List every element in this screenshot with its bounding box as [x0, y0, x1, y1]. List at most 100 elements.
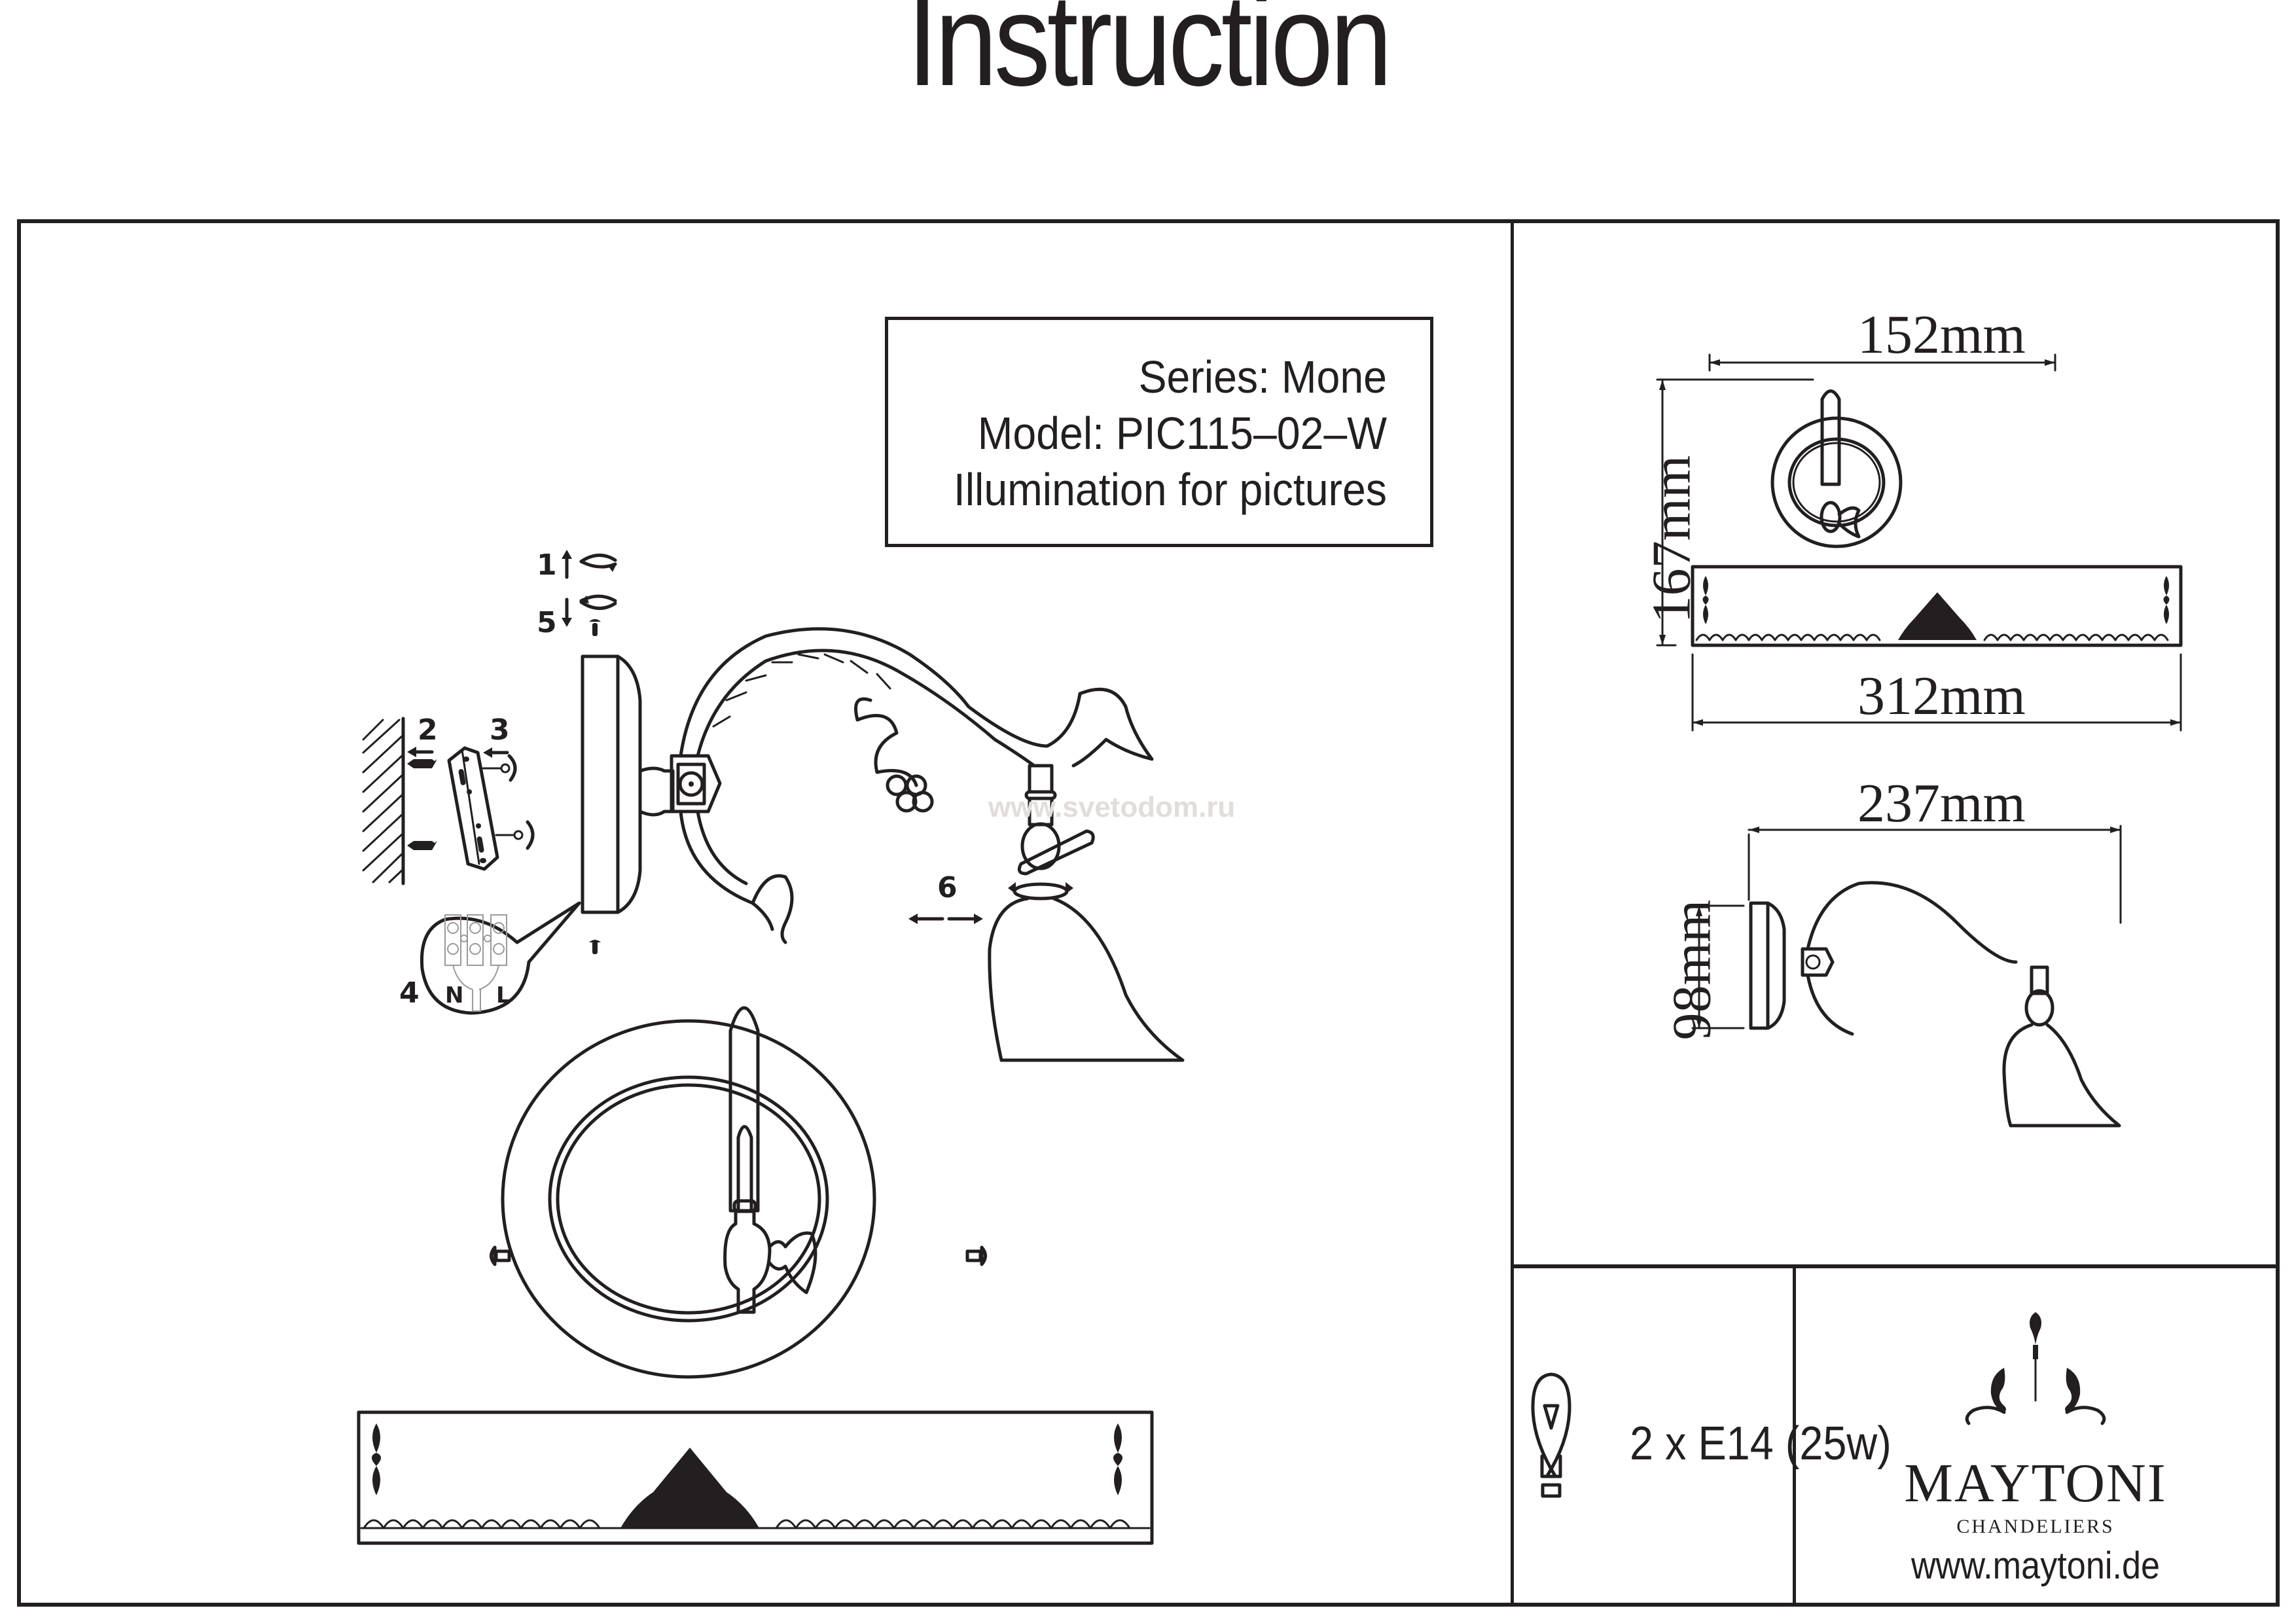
scallop-ornament — [971, 1519, 994, 1529]
lamp-side-view-small — [1749, 881, 2121, 1128]
step5-down-arrow-icon — [562, 597, 572, 627]
scallop-ornament — [2088, 633, 2104, 641]
scallop-ornament — [441, 1519, 463, 1529]
scallop-ornament — [1865, 633, 1881, 641]
scallop-ornament — [539, 1519, 562, 1529]
front-screw-right-icon — [965, 1245, 987, 1266]
step3-arrow-icon — [483, 747, 509, 758]
step-4-label: 4 — [399, 976, 420, 1010]
brand-name: MAYTONI — [1904, 1453, 2167, 1514]
wall-hatching-icon — [362, 717, 405, 885]
page-title: Instruction — [906, 0, 1393, 113]
scallop-ornament — [1721, 633, 1737, 641]
right-divider-horizontal — [1511, 1264, 2280, 1268]
scallop-ornament — [2101, 633, 2117, 641]
scallop-ornament — [2140, 633, 2156, 641]
screw-icon — [482, 754, 535, 850]
scallop-ornament — [461, 1519, 483, 1529]
wall-plate — [581, 619, 642, 954]
terminal-block-callout — [420, 901, 581, 1015]
scallop-ornament — [1109, 1519, 1131, 1529]
scallop-ornament — [2022, 633, 2038, 641]
wall-dowel-icon — [407, 759, 437, 850]
scallop-ornament — [991, 1519, 1013, 1529]
dim-167mm: 167mm — [1641, 455, 1702, 624]
bulb-spec: 2 x E14 (25w) — [1630, 1418, 1892, 1470]
scallop-ornament — [1774, 633, 1789, 641]
scallop-ornament — [1826, 633, 1842, 641]
rotate-ccw-icon — [579, 554, 617, 572]
scallop-ornament — [1734, 633, 1750, 641]
scallop-ornament — [500, 1519, 522, 1529]
scallop-ornament — [1787, 633, 1803, 641]
front-screw-left-icon — [490, 1245, 511, 1266]
scallop-ornament — [912, 1519, 935, 1529]
brand-website-link[interactable]: www.maytoni.de — [1910, 1544, 2161, 1587]
scallop-ornament — [1800, 633, 1816, 641]
scallop-ornament — [893, 1519, 915, 1529]
dim-237mm: 237mm — [1857, 773, 2026, 834]
scallop-ornament — [1761, 633, 1776, 641]
lamp-front-view — [501, 1006, 876, 1379]
scallop-ornament — [2153, 633, 2169, 641]
rotate-shade-icon — [1008, 882, 1073, 894]
dim-98mm: 98mm — [1661, 899, 1723, 1041]
scallop-ornament — [1030, 1519, 1052, 1529]
scallop-ornament — [2049, 633, 2064, 641]
dimension-lines-side — [1691, 825, 2122, 1029]
scallop-ornament — [1813, 633, 1829, 641]
scallop-ornament — [932, 1519, 954, 1529]
dimension-lines-front — [1656, 353, 2182, 732]
scallop-ornament — [2075, 633, 2090, 641]
step-1-label: 1 — [537, 548, 557, 582]
lamp-front-view-small — [1691, 389, 2183, 647]
scallop-ornament — [1708, 633, 1724, 641]
terminal-l-label: L — [496, 982, 511, 1008]
scallop-ornament — [2127, 633, 2143, 641]
scallop-ornament — [480, 1519, 503, 1529]
scallop-ornament — [363, 1519, 385, 1529]
rotate-cw-icon — [579, 594, 617, 610]
main-divider-vertical — [1511, 219, 1514, 1607]
scallop-ornament — [559, 1519, 581, 1529]
scallop-ornament — [834, 1519, 856, 1529]
scallop-ornament — [1839, 633, 1855, 641]
scallop-ornament — [1996, 633, 2012, 641]
scallop-ornament — [1050, 1519, 1072, 1529]
step6-arrow-icon — [908, 914, 983, 924]
step-5-label: 5 — [537, 606, 557, 639]
chandelier-logo-icon — [1965, 1312, 2106, 1425]
scallop-ornament — [873, 1519, 895, 1529]
scallop-ornament — [2036, 633, 2051, 641]
footer-divider-vertical — [1793, 1266, 1796, 1607]
scallop-ornament — [520, 1519, 542, 1529]
lamp-arm-side-view — [638, 627, 1154, 944]
scallop-ornament — [1852, 633, 1868, 641]
scallop-ornament — [1695, 633, 1711, 641]
scallop-ornament — [1748, 633, 1763, 641]
brand-tagline: CHANDELIERS — [1956, 1516, 2115, 1537]
scallop-ornament — [775, 1519, 797, 1529]
scallop-ornament — [2062, 633, 2077, 641]
scallop-ornament — [382, 1519, 404, 1529]
dim-312mm: 312mm — [1857, 666, 2026, 726]
scallop-ornament — [402, 1519, 424, 1529]
scallop-ornament — [1089, 1519, 1111, 1529]
step1-up-arrow-icon — [562, 550, 572, 579]
step-2-label: 2 — [418, 713, 438, 747]
scallop-ornament — [1983, 633, 1999, 641]
step2-arrow-icon — [407, 747, 434, 757]
scallop-ornament — [2114, 633, 2130, 641]
mounting-bracket-icon — [447, 746, 499, 871]
scallop-ornament — [2009, 633, 2025, 641]
scallop-ornament — [795, 1519, 817, 1529]
step-3-label: 3 — [490, 713, 510, 747]
watermark: www.svetodom.ru — [988, 791, 1236, 823]
outer-frame — [17, 219, 2280, 1607]
terminal-n-label: N — [445, 982, 464, 1008]
scallop-ornament — [814, 1519, 836, 1529]
scallop-ornament — [1069, 1519, 1092, 1529]
dim-152mm: 152mm — [1857, 304, 2026, 365]
scallop-ornament — [853, 1519, 876, 1529]
decorative-bar-front — [357, 1410, 1154, 1545]
